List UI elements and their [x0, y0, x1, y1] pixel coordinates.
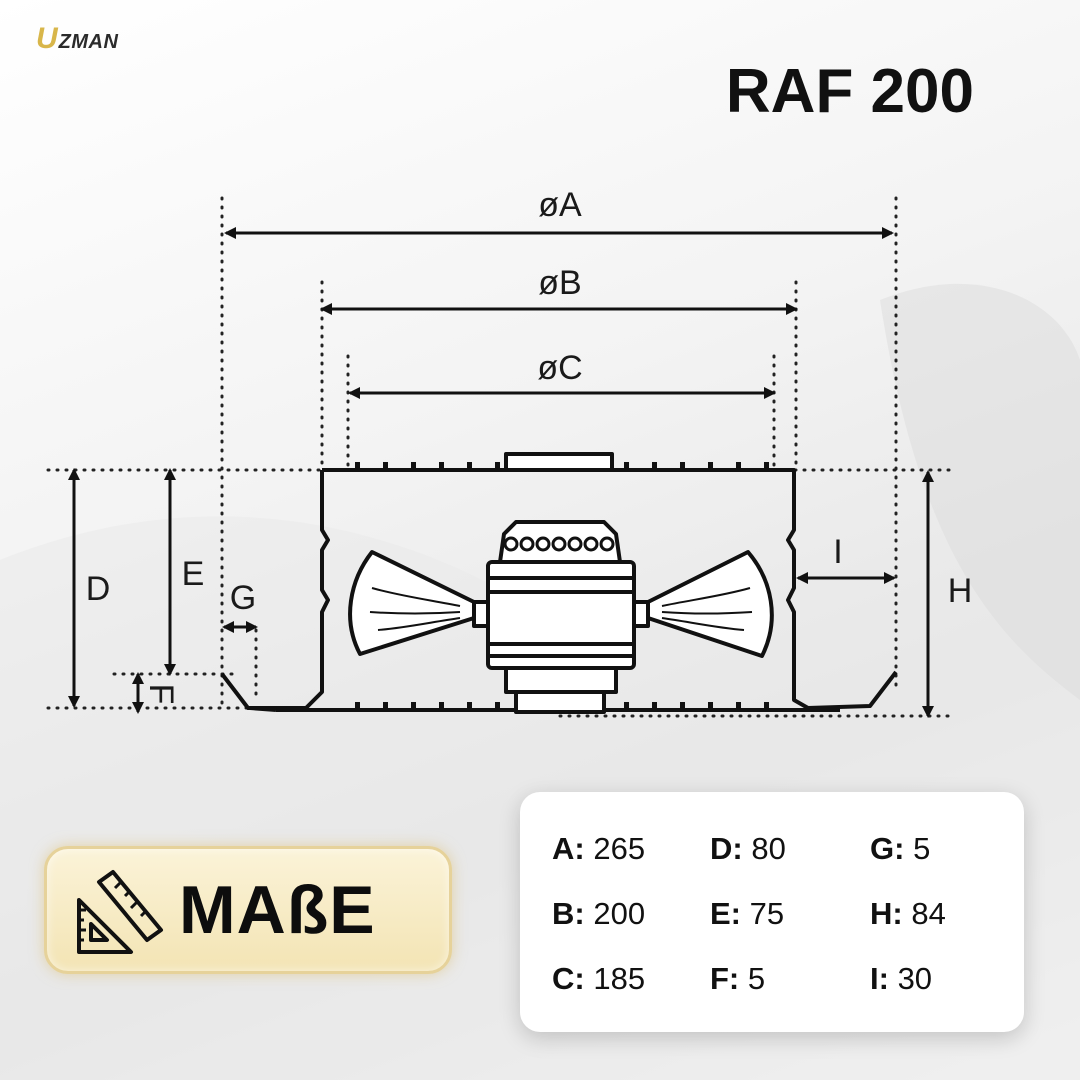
dimensions-heading: MAßE: [179, 872, 376, 948]
dimensions-card: A: 265 D: 80 G: 5 B: 200 E: 75 H: 84 C: …: [520, 792, 1024, 1032]
rivets: [355, 462, 769, 712]
label-diameter-a: øA: [538, 186, 582, 224]
logo-text: ZMAN: [58, 31, 119, 53]
dimension-d: D: 80: [710, 831, 786, 866]
dimension-g: G: 5: [870, 831, 931, 866]
fan-housing: [220, 452, 898, 712]
label-g: G: [230, 579, 256, 617]
product-title: RAF 200: [725, 57, 974, 126]
dimension-i: I: 30: [870, 961, 933, 996]
brand-logo: U ZMAN: [36, 22, 118, 56]
logo-initial: U: [36, 22, 58, 55]
dimension-e: E: 75: [710, 896, 785, 931]
dimension-b: B: 200: [552, 896, 646, 931]
dimension-h: H: 84: [870, 896, 946, 931]
label-diameter-c: øC: [537, 349, 582, 387]
label-diameter-b: øB: [538, 264, 581, 302]
label-h: H: [948, 572, 973, 610]
dimension-a: A: 265: [552, 831, 646, 866]
ruler-triangle-icon: [77, 870, 163, 954]
dimension-c: C: 185: [552, 961, 646, 996]
label-i: I: [833, 533, 842, 571]
dimensions-badge: MAßE: [44, 846, 452, 974]
dimension-arrows: [68, 227, 934, 718]
label-e: E: [182, 555, 205, 593]
fan-motor: [486, 520, 636, 714]
label-f: F: [142, 684, 180, 705]
label-d: D: [86, 570, 111, 608]
dimensions-grid: A: 265 D: 80 G: 5 B: 200 E: 75 H: 84 C: …: [552, 830, 1020, 997]
dimension-f: F: 5: [710, 961, 766, 996]
fan-blades: [348, 550, 774, 658]
